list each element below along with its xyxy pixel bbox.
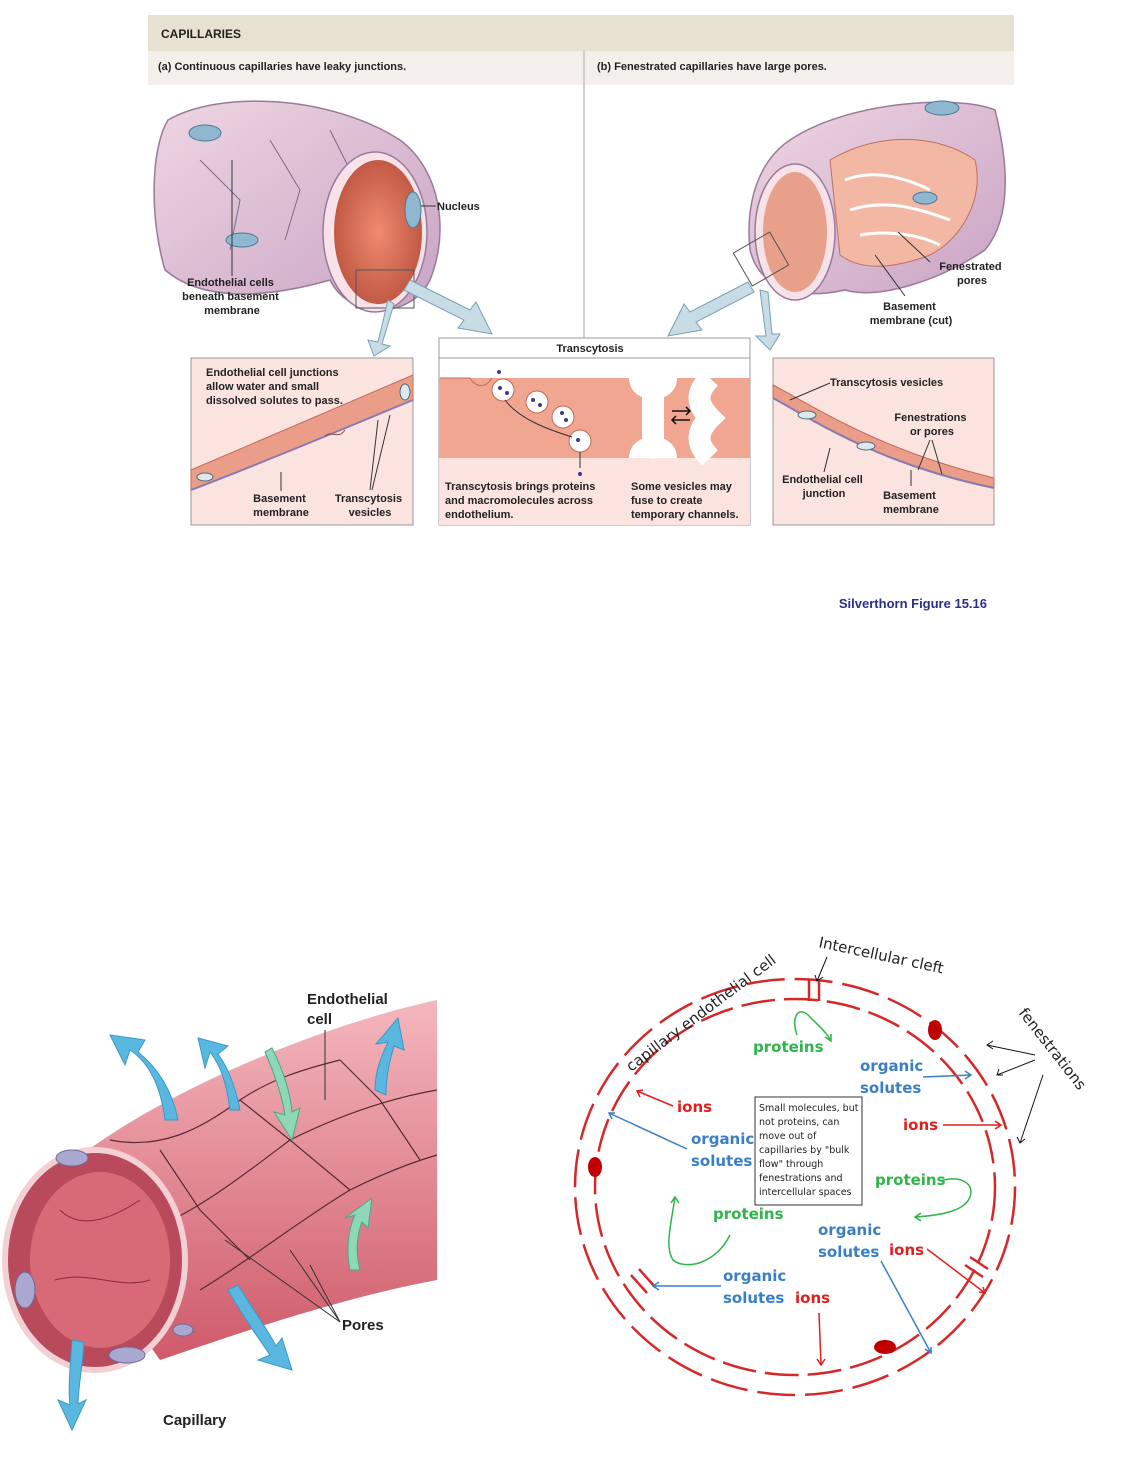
label-basement-membrane-cut: Basement membrane (cut) bbox=[870, 301, 953, 327]
header-title: CAPILLARIES bbox=[161, 27, 241, 41]
organic-arrows bbox=[607, 1070, 973, 1355]
inset-center-caption-right: Some vesicles may fuse to create tempora… bbox=[631, 481, 739, 521]
inset-left-vesicles: Transcytosis vesicles bbox=[335, 493, 405, 519]
label-capillary-endothelial-cell: capillary endothelial cell bbox=[623, 951, 780, 1075]
inset-right-basement: Basement membrane bbox=[883, 490, 939, 516]
capillary-exchange-schematic: Intercellular cleft capillary endothelia… bbox=[573, 935, 1090, 1397]
label-fenestrations: fenestrations bbox=[1015, 1004, 1090, 1093]
label-organic-3: organic bbox=[818, 1221, 881, 1239]
label-ions-4: ions bbox=[795, 1289, 830, 1307]
inset-left-text: Endothelial cell junctions allow water a… bbox=[206, 367, 343, 407]
inset-center-caption-left: Transcytosis brings proteins and macromo… bbox=[445, 481, 598, 521]
label-pores: Pores bbox=[342, 1317, 384, 1334]
label-organic-2: organic bbox=[691, 1130, 754, 1148]
header-band bbox=[148, 15, 1014, 51]
label-organic-1: organic bbox=[860, 1057, 923, 1075]
callout-arrows bbox=[367, 279, 781, 357]
protein-arrows bbox=[668, 1011, 972, 1266]
label-solutes-4: solutes bbox=[723, 1289, 784, 1307]
label-organic-4: organic bbox=[723, 1267, 786, 1285]
note-box bbox=[754, 1096, 863, 1206]
inset-transcytosis bbox=[438, 337, 751, 526]
inset-left-basement: Basement membrane bbox=[253, 493, 309, 519]
label-intercellular-cleft: Intercellular cleft bbox=[817, 935, 945, 977]
nucleus-a1 bbox=[188, 124, 222, 142]
label-nucleus: Nucleus bbox=[437, 201, 480, 213]
inset-center-title: Transcytosis bbox=[556, 343, 623, 355]
label-endothelial-cell: Endothelial cell bbox=[307, 991, 392, 1028]
label-fenestrated-pores: Fenestrated pores bbox=[939, 261, 1004, 287]
label-ions-2: ions bbox=[903, 1116, 938, 1134]
continuous-capillary-drawing bbox=[153, 100, 441, 313]
ion-arrows bbox=[635, 1089, 1003, 1367]
label-proteins-left: proteins bbox=[713, 1205, 784, 1223]
fenestrated-capillary-drawing bbox=[732, 100, 1006, 301]
note-text: Small molecules, but not proteins, can m… bbox=[759, 1103, 861, 1198]
figure-credit-text: Silverthorn Figure 15.16 bbox=[838, 596, 987, 611]
label-ions-3: ions bbox=[889, 1241, 924, 1259]
label-solutes-1: solutes bbox=[860, 1079, 921, 1097]
inset-right-junction: Endothelial cell junction bbox=[782, 474, 866, 500]
label-ions-1: ions bbox=[677, 1098, 712, 1116]
capillary-ring bbox=[573, 977, 1017, 1397]
panel-b-title: (b) Fenestrated capillaries have large p… bbox=[597, 61, 827, 73]
label-solutes-2: solutes bbox=[691, 1152, 752, 1170]
fenestration-pointers bbox=[986, 1040, 1044, 1144]
capillaries-figure: CAPILLARIES (a) Continuous capillaries h… bbox=[148, 15, 1014, 526]
label-proteins-top: proteins bbox=[753, 1038, 824, 1056]
label-endothelial-cells: Endothelial cells beneath basement membr… bbox=[182, 277, 282, 317]
label-proteins-right: proteins bbox=[875, 1171, 946, 1189]
inset-fenestrated bbox=[772, 357, 995, 526]
inset-right-vesicles: Transcytosis vesicles bbox=[830, 377, 943, 389]
capillary-pores-illustration: Endothelial cell Pores Capillary bbox=[2, 991, 438, 1432]
inset-right-fenestrations: Fenestrations or pores bbox=[894, 412, 969, 438]
label-solutes-3: solutes bbox=[818, 1243, 879, 1261]
label-capillary: Capillary bbox=[163, 1412, 227, 1429]
panel-a-title: (a) Continuous capillaries have leaky ju… bbox=[158, 61, 406, 73]
inset-continuous bbox=[190, 357, 414, 526]
